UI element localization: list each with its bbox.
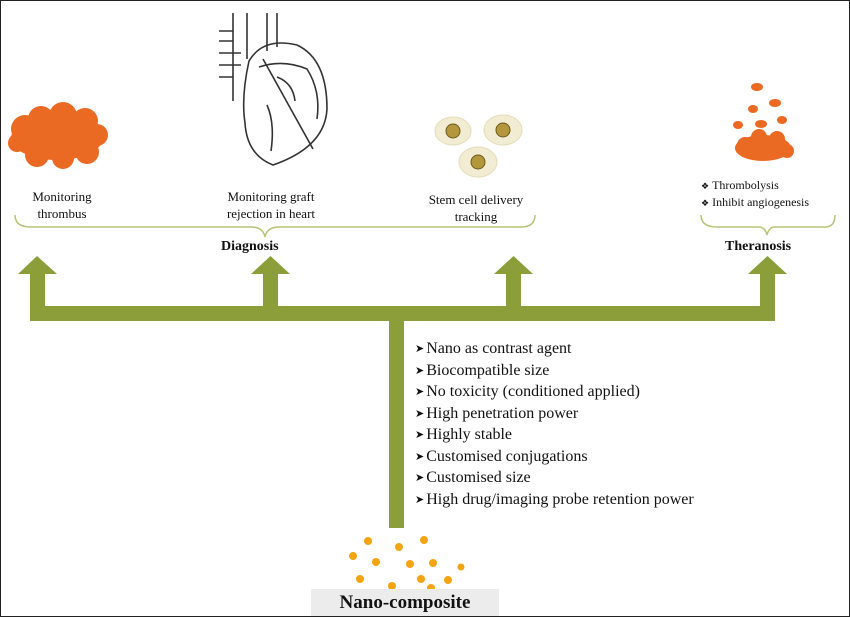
nanocomposite-title: Nano-composite (311, 589, 499, 616)
feature-item: Biocompatible size (415, 361, 694, 383)
label-line: Monitoring (32, 189, 92, 204)
label-line: tracking (454, 209, 498, 224)
diagnosis-bracket (14, 214, 536, 238)
thrombus-icon (8, 102, 108, 169)
thrombus-dissolving-icon (733, 83, 794, 161)
theranosis-item: Inhibit angiogenesis (701, 194, 809, 211)
label-monitoring-thrombus: Monitoring thrombus (7, 188, 117, 222)
nanocomposite-feature-list: Nano as contrast agent Biocompatible siz… (415, 339, 694, 511)
theranosis-bracket (700, 214, 836, 236)
feature-item: High penetration power (415, 404, 694, 426)
feature-item: Highly stable (415, 425, 694, 447)
feature-item: Nano as contrast agent (415, 339, 694, 361)
stem-cells-icon (434, 114, 523, 178)
feature-item: Customised size (415, 468, 694, 490)
arrow-up-thrombus (18, 256, 57, 313)
label-line: Stem cell delivery (428, 192, 524, 207)
label-line: Monitoring graft (227, 189, 315, 204)
arrow-tree (18, 256, 787, 528)
feature-item: High drug/imaging probe retention power (415, 490, 694, 512)
label-line: rejection in heart (226, 206, 316, 221)
diagnosis-title: Diagnosis (221, 239, 279, 254)
theranosis-list: Thrombolysis Inhibit angiogenesis (701, 177, 809, 211)
theranosis-title: Theranosis (725, 239, 792, 254)
theranosis-item: Thrombolysis (701, 177, 809, 194)
label-line: thrombus (37, 206, 87, 221)
arrow-up-theranosis (748, 256, 787, 313)
arrow-trunk (389, 306, 404, 528)
arrow-crossbar (30, 306, 775, 321)
label-monitoring-graft: Monitoring graft rejection in heart (201, 188, 341, 222)
nanoparticles-icon (349, 536, 465, 592)
heart-icon (219, 13, 328, 166)
arrow-up-heart (251, 256, 290, 313)
arrow-up-stem-cell (494, 256, 533, 313)
feature-item: No toxicity (conditioned applied) (415, 382, 694, 404)
feature-item: Customised conjugations (415, 447, 694, 469)
label-stem-cell-tracking: Stem cell delivery tracking (406, 191, 546, 225)
